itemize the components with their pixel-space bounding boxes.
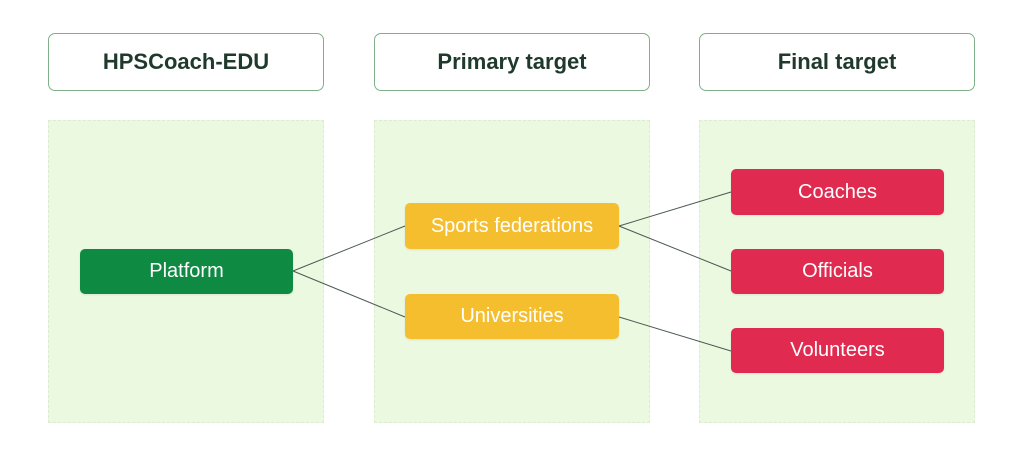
panel-primary-target [374,120,650,423]
node-sports-federations-label: Sports federations [430,214,594,237]
node-coaches-label: Coaches [798,180,877,203]
node-volunteers-label: Volunteers [790,339,885,361]
node-platform-label: Platform [149,260,224,282]
node-platform: Platform [80,249,293,294]
node-officials: Officials [731,249,944,294]
node-universities: Universities [405,294,619,339]
node-volunteers: Volunteers [731,328,944,373]
header-hpscoach-edu: HPSCoach-EDU [48,33,324,91]
header-hpscoach-edu-label: HPSCoach-EDU [102,49,270,74]
node-universities-label: Universities [460,305,564,327]
node-sports-federations: Sports federations [405,203,619,249]
header-primary-target-label: Primary target [437,49,587,74]
header-final-target-label: Final target [777,49,897,74]
header-primary-target: Primary target [374,33,650,91]
node-coaches: Coaches [731,169,944,215]
header-final-target: Final target [699,33,975,91]
node-officials-label: Officials [802,260,873,282]
